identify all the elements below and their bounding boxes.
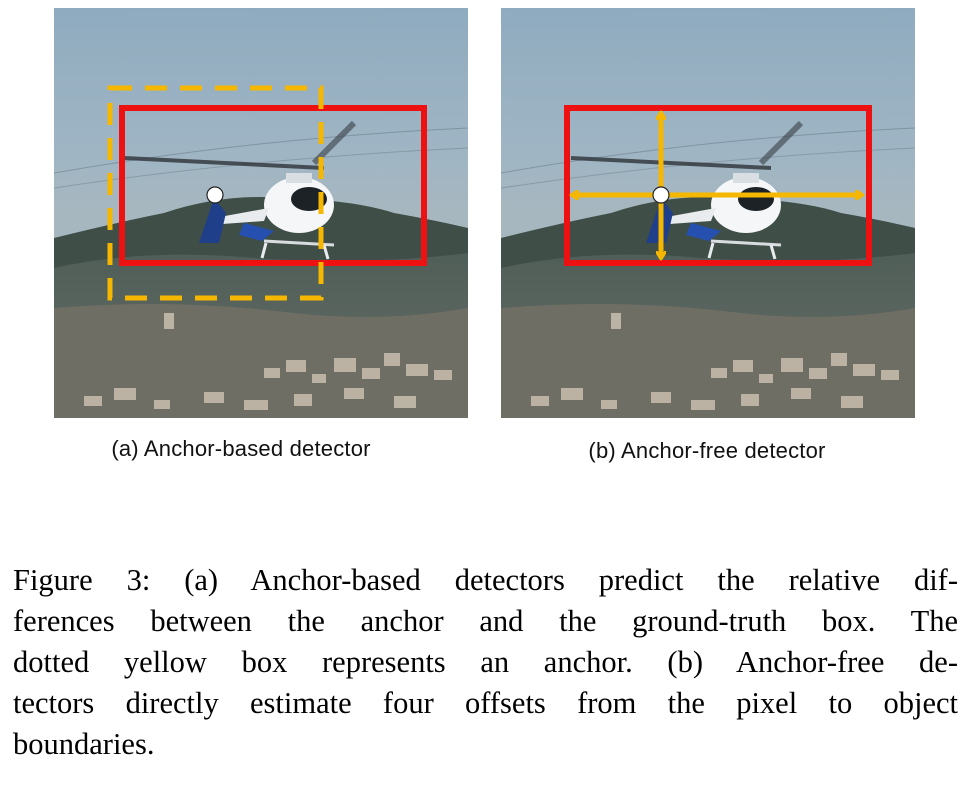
subcaption-a: (a) Anchor-based detector — [111, 436, 371, 461]
caption-line: dotted yellow box represents an anchor. … — [13, 645, 958, 679]
figure-caption: Figure 3: (a) Anchor-based detectors pre… — [13, 560, 958, 765]
subcaption-b: (b) Anchor-free detector — [588, 438, 826, 463]
ground-truth-box — [564, 105, 872, 266]
helicopter-photo-a — [54, 8, 468, 418]
anchor-center-point — [206, 186, 224, 204]
ground-truth-box — [119, 105, 427, 266]
caption-line: ferences between the anchor and the grou… — [13, 604, 958, 638]
caption-line: Figure 3: (a) Anchor-based detectors pre… — [13, 563, 958, 597]
caption-line: tectors directly estimate four offsets f… — [13, 686, 958, 720]
anchor-box — [107, 85, 324, 301]
pixel-point — [652, 186, 670, 204]
panel-b-image — [501, 8, 915, 418]
helicopter-photo-b — [501, 8, 915, 418]
caption-line: boundaries. — [13, 727, 155, 761]
panel-a-image — [54, 8, 468, 418]
